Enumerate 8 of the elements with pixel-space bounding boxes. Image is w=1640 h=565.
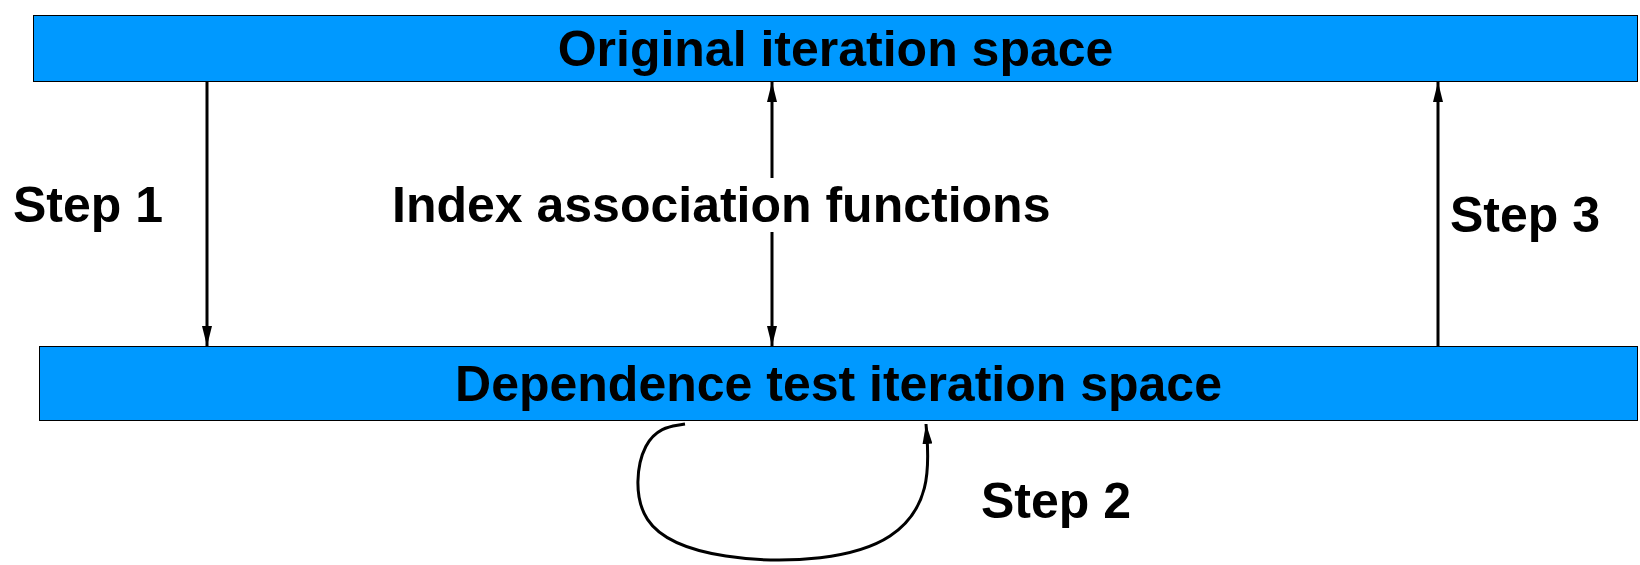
bar-title: Original iteration space <box>557 23 1114 74</box>
arrow <box>636 422 933 562</box>
bar <box>39 346 1638 421</box>
bar-title: Dependence test iteration space <box>455 358 1222 409</box>
bar <box>33 15 1638 82</box>
edge-label: Index association functions <box>392 178 1051 232</box>
arrow <box>1433 82 1443 346</box>
arrow <box>202 82 212 346</box>
